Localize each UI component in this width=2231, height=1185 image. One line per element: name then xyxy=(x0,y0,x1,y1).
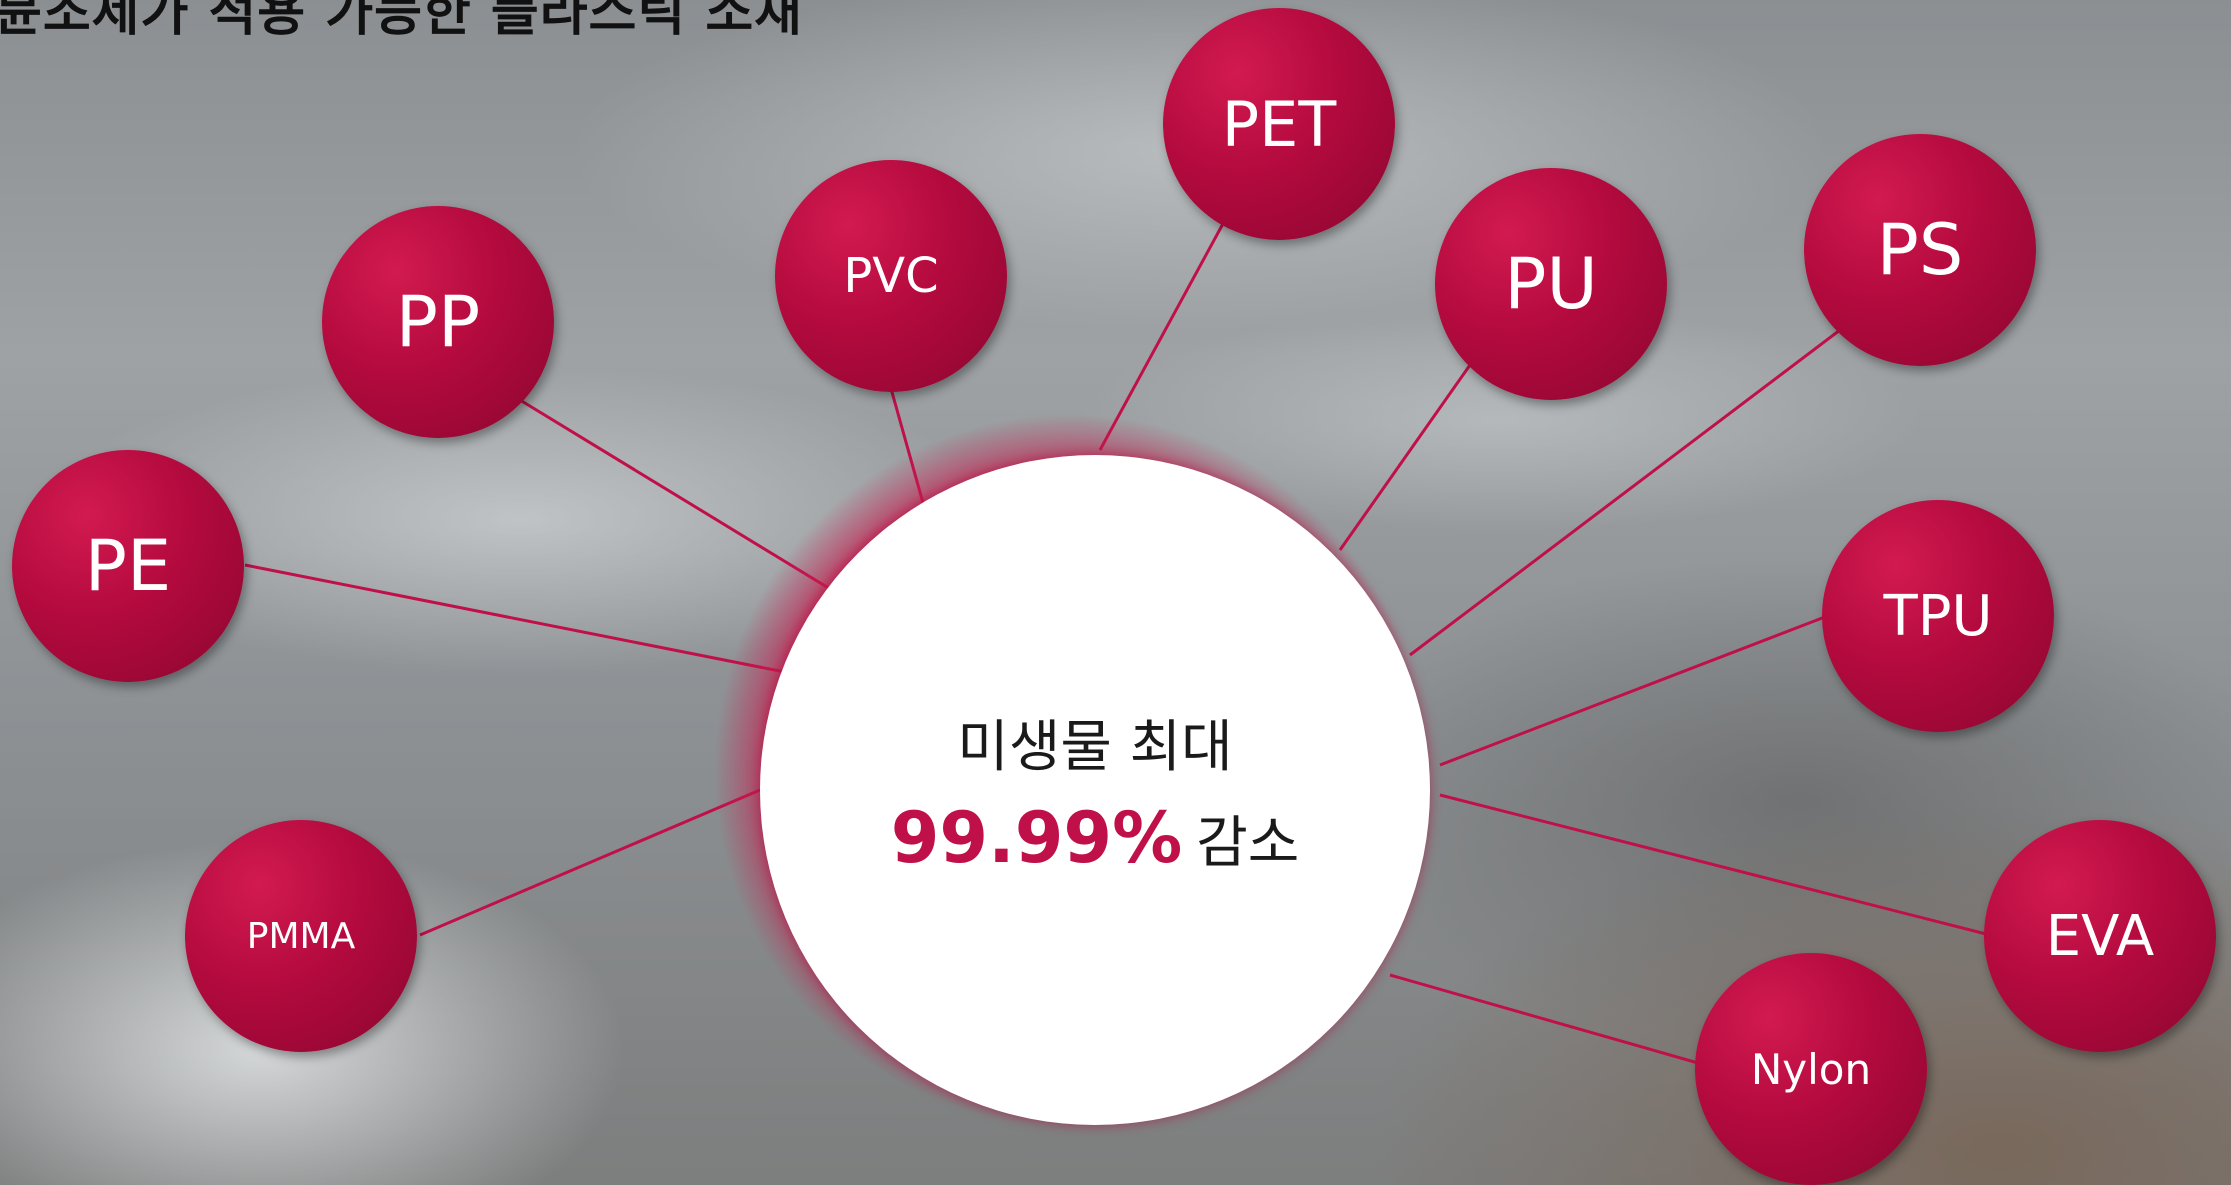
connector-eva xyxy=(1439,793,1991,937)
center-stat: 99.99%감소 xyxy=(891,797,1300,879)
connector-tpu xyxy=(1439,613,1831,767)
material-label: PE xyxy=(84,525,172,607)
material-node-pp: PP xyxy=(322,206,554,438)
material-node-pet: PET xyxy=(1163,8,1395,240)
material-node-pe: PE xyxy=(12,450,244,682)
connector-pu xyxy=(1338,364,1472,551)
material-node-pvc: PVC xyxy=(775,160,1007,392)
material-label: EVA xyxy=(2045,903,2155,969)
material-label: PMMA xyxy=(246,915,356,957)
reduction-percent: 99.99% xyxy=(890,796,1183,879)
material-label: PP xyxy=(395,281,481,363)
material-node-nylon: Nylon xyxy=(1695,953,1927,1185)
material-label: TPU xyxy=(1883,583,1993,649)
reduction-label: 감소 xyxy=(1196,810,1300,876)
material-node-tpu: TPU xyxy=(1822,500,2054,732)
material-node-ps: PS xyxy=(1804,134,2036,366)
connector-nylon xyxy=(1389,973,1706,1067)
center-circle: 미생물 최대 99.99%감소 xyxy=(760,455,1430,1125)
material-label: PET xyxy=(1221,87,1337,161)
connector-ps xyxy=(1409,328,1841,657)
material-label: Nylon xyxy=(1750,1044,1872,1094)
center-headline: 미생물 최대 xyxy=(957,714,1233,780)
material-label: PS xyxy=(1876,209,1964,291)
material-node-pu: PU xyxy=(1435,168,1667,400)
material-label: PU xyxy=(1504,243,1598,325)
material-node-eva: EVA xyxy=(1984,820,2216,1052)
material-node-pmma: PMMA xyxy=(185,820,417,1052)
material-label: PVC xyxy=(843,248,939,304)
page-title: 뮨조제가 적용 가능한 플라스틱 소재 xyxy=(0,0,804,43)
